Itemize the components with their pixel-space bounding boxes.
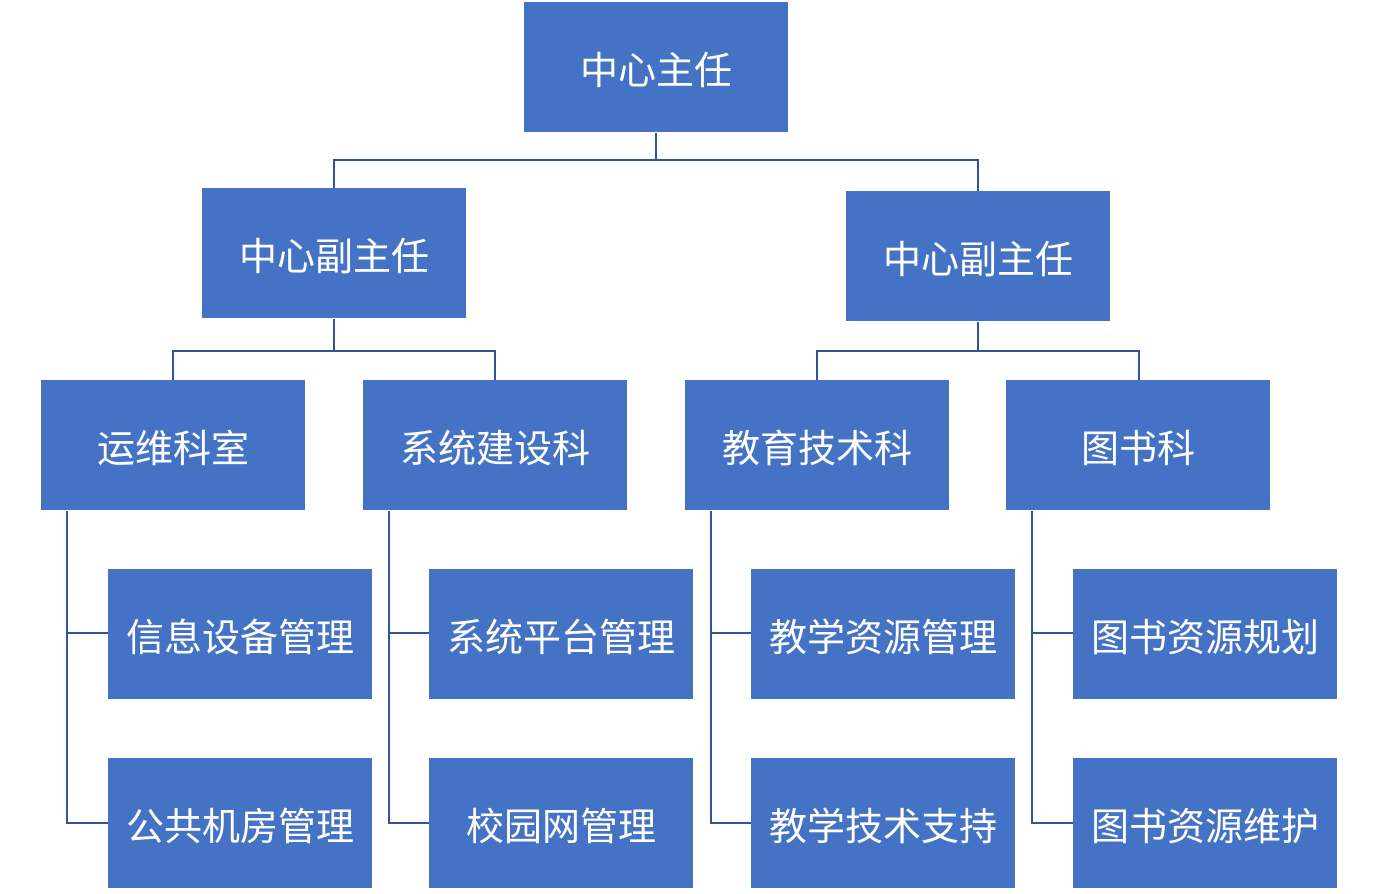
section-node-operations: 运维科室 xyxy=(41,380,305,510)
section-label: 教育技术科 xyxy=(721,426,912,471)
connector-director-to-deputies xyxy=(333,133,979,191)
connector-section-1-duties xyxy=(66,511,108,824)
connector-section-4-duties xyxy=(1031,511,1073,824)
deputy-director-node: 中心副主任 xyxy=(846,191,1110,321)
section-node-systems: 系统建设科 xyxy=(363,380,627,510)
duty-node: 教学资源管理 xyxy=(751,569,1015,699)
duty-label: 教学技术支持 xyxy=(768,804,997,849)
duty-label: 信息设备管理 xyxy=(125,615,354,660)
duty-node: 教学技术支持 xyxy=(751,758,1015,888)
duty-node: 信息设备管理 xyxy=(108,569,372,699)
director-node: 中心主任 xyxy=(524,2,788,132)
duty-label: 图书资源维护 xyxy=(1090,804,1319,849)
duty-node: 公共机房管理 xyxy=(108,758,372,888)
section-label: 运维科室 xyxy=(96,426,249,471)
duty-label: 图书资源规划 xyxy=(1090,615,1319,660)
connector-section-3-duties xyxy=(710,511,751,824)
director-label: 中心主任 xyxy=(579,48,732,93)
duty-label: 教学资源管理 xyxy=(768,615,997,660)
duty-node: 校园网管理 xyxy=(429,758,693,888)
duty-label: 系统平台管理 xyxy=(446,615,675,660)
duty-node: 图书资源维护 xyxy=(1073,758,1337,888)
section-label: 系统建设科 xyxy=(399,426,590,471)
deputy-director-label: 中心副主任 xyxy=(882,237,1073,282)
duty-label: 公共机房管理 xyxy=(125,804,354,849)
connector-deputy-1-to-sections xyxy=(172,319,496,380)
section-label: 图书科 xyxy=(1080,426,1195,471)
deputy-director-node: 中心副主任 xyxy=(202,188,466,318)
connector-section-2-duties xyxy=(388,511,429,824)
deputy-director-label: 中心副主任 xyxy=(238,234,429,279)
connector-deputy-2-to-sections xyxy=(816,322,1140,380)
duty-node: 图书资源规划 xyxy=(1073,569,1337,699)
section-node-library: 图书科 xyxy=(1006,380,1270,510)
duty-node: 系统平台管理 xyxy=(429,569,693,699)
section-node-edtech: 教育技术科 xyxy=(685,380,949,510)
duty-label: 校园网管理 xyxy=(465,804,656,849)
